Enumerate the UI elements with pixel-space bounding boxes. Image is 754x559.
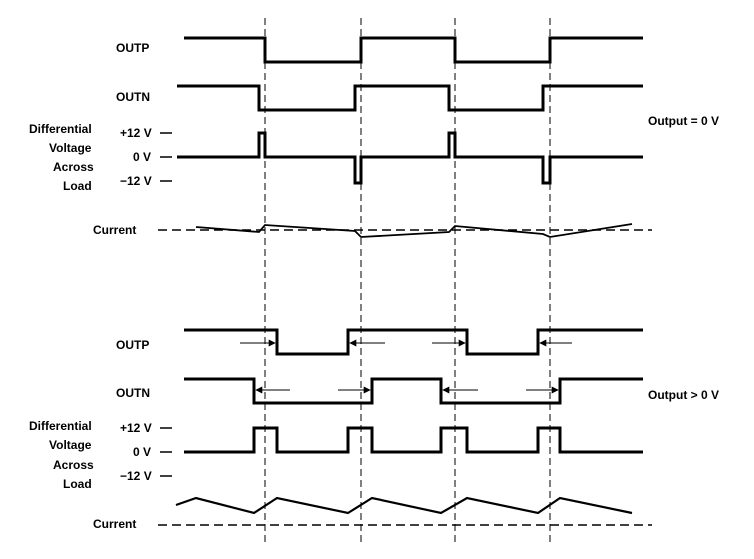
top-pos12-label: +12 V [120, 126, 152, 140]
top-diff-label-line4: Load [63, 179, 92, 193]
bottom-diff-label-line4: Load [63, 477, 92, 491]
top-outn-label: OUTN [116, 90, 150, 104]
bottom-outn-label: OUTN [116, 386, 150, 400]
bottom-outp-label: OUTP [116, 338, 149, 352]
timing-reference-lines [264, 18, 551, 545]
bottom-current-label: Current [93, 517, 136, 531]
top-neg12-label: −12 V [120, 174, 152, 188]
bottom-condition-label: Output > 0 V [648, 388, 719, 402]
top-current-label: Current [93, 223, 136, 237]
top-section: OUTP OUTN Differential Voltage Across Lo… [29, 36, 719, 238]
top-diff-label-line2: Voltage [49, 141, 92, 155]
top-diff-label-line3: Across [53, 160, 94, 174]
bottom-current-waveform [175, 496, 633, 515]
top-outn-waveform [177, 84, 643, 112]
bottom-diff-label-line1: Differential [29, 419, 92, 433]
top-current-waveform [195, 223, 633, 238]
bottom-diff-label-line2: Voltage [49, 438, 92, 452]
bottom-neg12-label: −12 V [120, 469, 152, 483]
top-outp-label: OUTP [116, 41, 149, 55]
top-differential-waveform [177, 131, 643, 185]
top-diff-label-line1: Differential [29, 122, 92, 136]
bottom-section: OUTP OUTN Output > 0 V Differential Volt… [29, 328, 719, 531]
top-condition-label: Output = 0 V [648, 114, 719, 128]
top-outp-waveform [184, 36, 643, 64]
bottom-diff-label-line3: Across [53, 458, 94, 472]
bottom-outp-waveform [184, 328, 643, 356]
bottom-pos12-label: +12 V [120, 421, 152, 435]
bottom-outn-waveform [184, 377, 643, 405]
top-zero-label: 0 V [133, 150, 151, 164]
bottom-zero-label: 0 V [133, 445, 151, 459]
bottom-differential-waveform [184, 426, 643, 454]
